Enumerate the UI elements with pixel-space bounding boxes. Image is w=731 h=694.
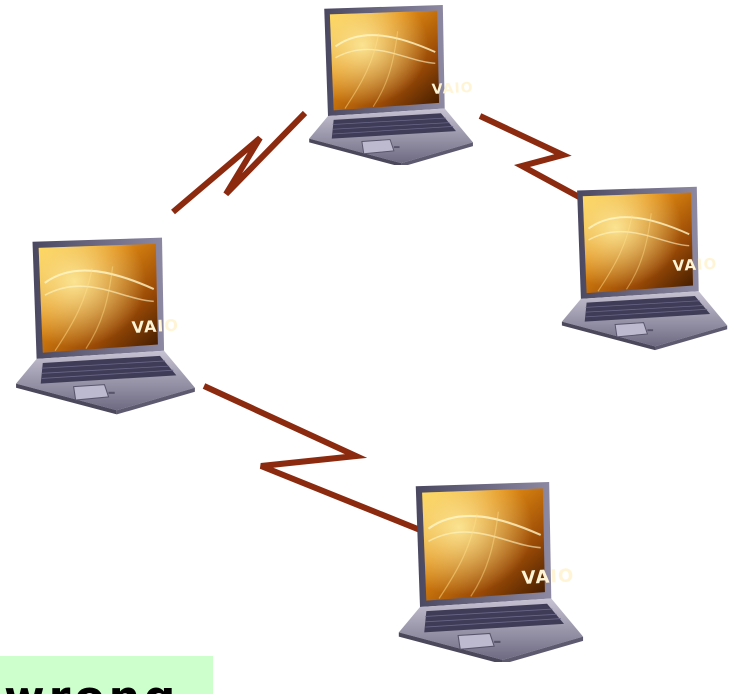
laptop-top: VAIO [308, 5, 474, 165]
brand-label: VAIO [431, 80, 474, 98]
laptop-right: VAIO [560, 185, 729, 352]
link-top-right [478, 113, 605, 213]
brand-label: VAIO [521, 565, 575, 589]
caption-box: wrong [0, 656, 213, 694]
link-left-bottom [202, 383, 437, 539]
laptop-left: VAIO [14, 236, 196, 415]
laptop-bottom: VAIO [397, 482, 585, 662]
brand-label: VAIO [672, 255, 717, 275]
link-left-top [171, 110, 308, 215]
caption-text: wrong [4, 676, 179, 694]
wireless-links [171, 110, 605, 539]
brand-label: VAIO [131, 316, 179, 337]
